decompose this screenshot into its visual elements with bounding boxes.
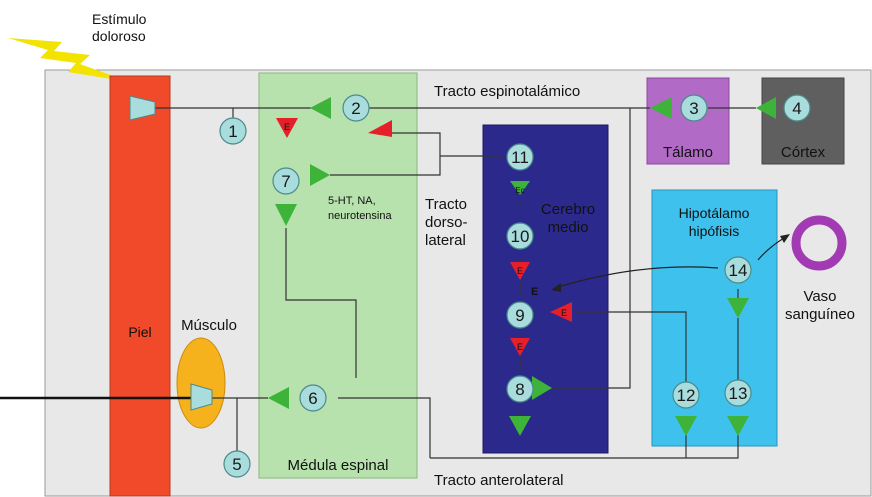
node-5 <box>223 450 251 478</box>
muscle-label: Músculo <box>181 317 237 334</box>
synapse-label-ec: Ec <box>515 186 524 195</box>
node-label-5: 5 <box>232 455 241 474</box>
synapse-label-e4: E <box>517 342 523 352</box>
cortex-label: Córtex <box>781 144 826 161</box>
midbrain-label-line1: Cerebro <box>541 201 595 218</box>
synapse-ec <box>510 181 530 195</box>
dorsolateral-tract-label-line1: Tracto <box>425 196 467 213</box>
hormone-curve-vessel <box>757 237 785 261</box>
synapse-label-e1: E <box>284 122 290 132</box>
muscle-receptor <box>190 383 213 411</box>
synapse-e-9-below <box>510 338 530 356</box>
node-label-7: 7 <box>281 172 290 191</box>
inhibitory-synapses <box>276 118 572 356</box>
synapse-e-spinal <box>276 118 298 138</box>
node-7 <box>272 167 300 195</box>
cortex-region <box>761 77 845 165</box>
synapse-to-2-red <box>368 120 392 137</box>
node-11 <box>506 143 534 171</box>
synapse-below-12 <box>675 416 697 436</box>
node-12 <box>672 381 700 409</box>
spinothalamic-tract-label: Tracto espinotalámico <box>434 83 580 100</box>
node-8 <box>506 375 534 403</box>
vessel-label-line2: sanguíneo <box>785 306 855 323</box>
node-label-13: 13 <box>729 384 748 403</box>
synapse-label-e3: E <box>561 308 567 318</box>
node-label-2: 2 <box>351 99 360 118</box>
node-label-3: 3 <box>689 99 698 118</box>
skin-receptor <box>129 95 156 121</box>
node-3 <box>680 94 708 122</box>
synapse-label-e-bold: E <box>531 286 538 298</box>
node-label-8: 8 <box>515 380 524 399</box>
node-label-9: 9 <box>515 306 524 325</box>
node-6 <box>299 384 327 412</box>
node-label-14: 14 <box>729 261 748 280</box>
synapse-e-10 <box>510 262 530 280</box>
blood-vessel-ring <box>791 215 847 271</box>
transmitters-label-line2: neurotensina <box>328 210 392 222</box>
synapse-to-3 <box>650 97 672 119</box>
node-label-1: 1 <box>228 122 237 141</box>
transmitters-label-line1: 5-HT, NA, <box>328 195 376 207</box>
stimulus-label-line2: doloroso <box>92 28 146 44</box>
skin-label: Piel <box>128 324 151 340</box>
nodes: 1 2 3 4 5 6 7 8 9 10 11 12 13 14 <box>219 94 811 478</box>
synapse-below-13 <box>727 416 749 436</box>
synapse-from-7 <box>275 204 297 226</box>
node-label-12: 12 <box>677 386 696 405</box>
thalamus-region <box>646 77 730 165</box>
skin-region <box>109 75 171 497</box>
synapse-to-6 <box>268 387 289 409</box>
node-label-10: 10 <box>511 227 530 246</box>
spinal-cord-region <box>258 72 418 479</box>
spinal-cord-label: Médula espinal <box>288 457 389 474</box>
node-9 <box>506 301 534 329</box>
midbrain-region <box>482 124 609 454</box>
hypothalamus-label-line1: Hipotálamo <box>679 205 750 221</box>
synapse-to-2 <box>310 97 331 119</box>
excitatory-synapses <box>268 97 776 436</box>
connection-lines <box>155 107 756 459</box>
node-1 <box>219 117 247 145</box>
node-13 <box>724 379 752 407</box>
anterolateral-tract-label: Tracto anterolateral <box>434 472 564 489</box>
lightning-bolt-icon <box>8 38 130 82</box>
node-label-6: 6 <box>308 389 317 408</box>
synapse-e-9 <box>550 302 572 322</box>
midbrain-label-line2: medio <box>548 219 589 236</box>
dorsolateral-tract-label-line3: lateral <box>425 232 466 249</box>
thalamus-label: Tálamo <box>663 144 713 161</box>
node-10 <box>506 222 534 250</box>
node-2 <box>342 94 370 122</box>
synapse-label-e2: E <box>517 266 523 276</box>
dorsolateral-tract-label-line2: dorso- <box>425 214 468 231</box>
synapse-below-8 <box>509 416 531 436</box>
vessel-label-line1: Vaso <box>803 288 836 305</box>
node-14 <box>724 256 752 284</box>
hypothalamus-label-line2: hipófisis <box>689 223 740 239</box>
node-label-11: 11 <box>511 148 529 167</box>
node-label-4: 4 <box>792 99 801 118</box>
synapse-below-14 <box>727 298 749 318</box>
hypothalamus-region <box>651 189 778 447</box>
stimulus-label-line1: Estímulo <box>92 11 147 27</box>
curve-arrowhead-left <box>551 283 561 292</box>
node-4 <box>783 94 811 122</box>
curve-arrowhead-right <box>780 234 790 243</box>
synapse-from-8 <box>532 376 552 400</box>
muscle-ellipse <box>176 337 226 429</box>
hormone-curve <box>554 266 719 289</box>
synapse-to-4 <box>756 97 776 119</box>
